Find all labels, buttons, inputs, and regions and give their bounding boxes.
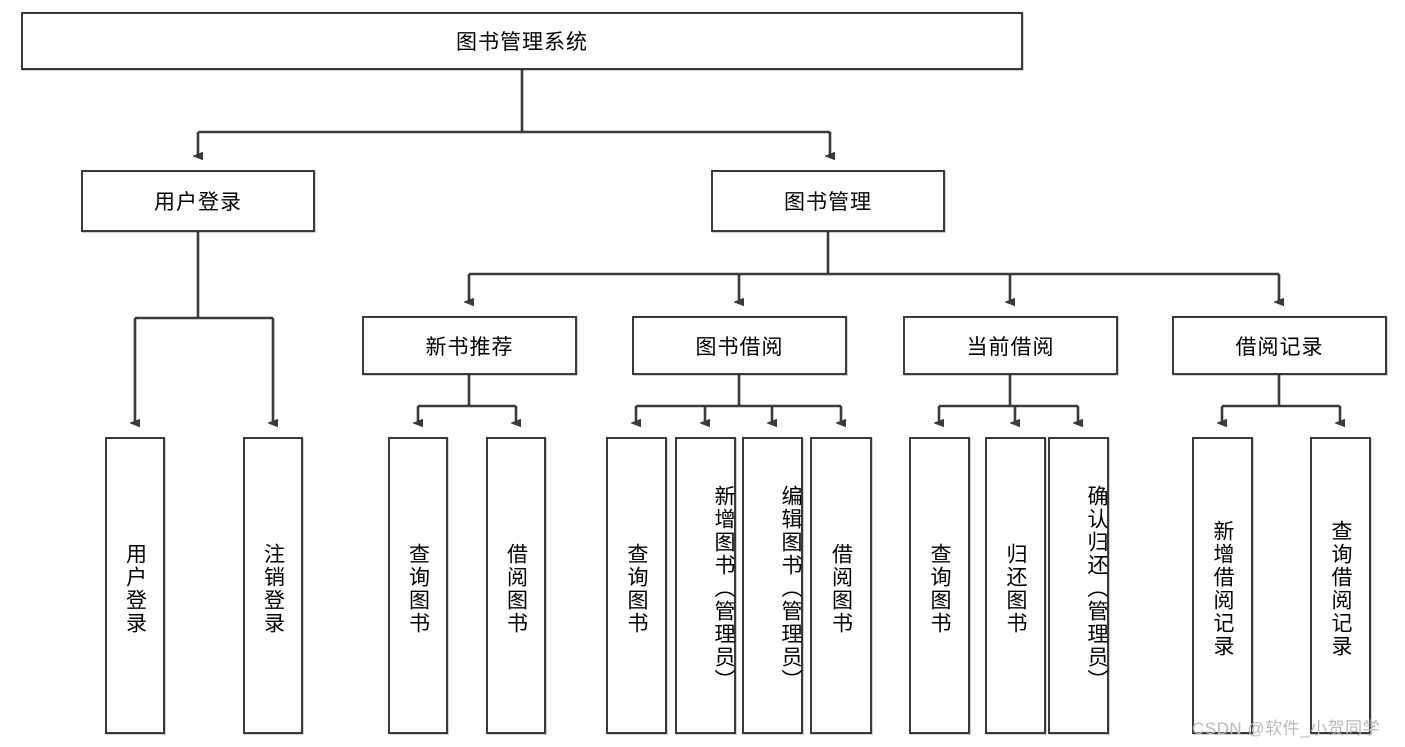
node-current-borrow-label: 当前借阅: [966, 335, 1055, 359]
node-leaf-cur-return-book-label: 归还图书: [1004, 542, 1027, 635]
node-leaf-rec-add-record[interactable]: 新增借阅记录: [1192, 437, 1253, 734]
node-leaf-rec-query-book[interactable]: 查询图书: [388, 437, 448, 734]
node-leaf-borrow-edit-book[interactable]: 编辑图书（管理员）: [742, 437, 803, 734]
node-leaf-rec-borrow-book[interactable]: 借阅图书: [486, 437, 546, 734]
node-root-label: 图书管理系统: [456, 31, 588, 54]
node-leaf-user-logout-label: 注销登录: [261, 542, 285, 635]
node-leaf-borrow-add-book-label: 新增图书（管理员）: [712, 485, 735, 692]
node-leaf-rec-query-record-label: 查询借阅记录: [1329, 519, 1352, 658]
node-book-manage-label: 图书管理: [784, 191, 872, 214]
node-leaf-user-login[interactable]: 用户登录: [105, 437, 165, 734]
watermark: CSDN @软件_小贺同学: [1192, 714, 1380, 739]
node-leaf-cur-query-book[interactable]: 查询图书: [909, 437, 970, 734]
node-book-manage[interactable]: 图书管理: [711, 170, 945, 232]
node-leaf-borrow-edit-book-label: 编辑图书（管理员）: [779, 485, 802, 692]
node-leaf-cur-query-book-label: 查询图书: [928, 542, 951, 635]
node-leaf-rec-query-book-label: 查询图书: [406, 542, 430, 635]
node-leaf-borrow-query-book[interactable]: 查询图书: [606, 437, 667, 734]
node-leaf-rec-query-record[interactable]: 查询借阅记录: [1310, 437, 1371, 734]
node-leaf-borrow-borrow-book[interactable]: 借阅图书: [810, 437, 872, 734]
node-leaf-cur-confirm-return-label: 确认归还（管理员）: [1085, 485, 1108, 692]
node-leaf-user-logout[interactable]: 注销登录: [243, 437, 303, 734]
node-current-borrow[interactable]: 当前借阅: [903, 316, 1118, 375]
node-borrow-record[interactable]: 借阅记录: [1172, 316, 1387, 375]
node-user-login[interactable]: 用户登录: [81, 170, 315, 232]
node-leaf-rec-borrow-book-label: 借阅图书: [504, 542, 528, 635]
node-new-book-rec[interactable]: 新书推荐: [362, 316, 577, 375]
node-borrow-record-label: 借阅记录: [1235, 335, 1324, 359]
node-leaf-borrow-borrow-book-label: 借阅图书: [829, 542, 853, 635]
node-leaf-cur-confirm-return[interactable]: 确认归还（管理员）: [1048, 437, 1109, 734]
node-leaf-cur-return-book[interactable]: 归还图书: [985, 437, 1046, 734]
node-book-borrow-label: 图书借阅: [695, 335, 784, 359]
node-leaf-borrow-query-book-label: 查询图书: [625, 542, 648, 635]
node-user-login-label: 用户登录: [154, 191, 242, 214]
node-root[interactable]: 图书管理系统: [21, 12, 1023, 70]
node-book-borrow[interactable]: 图书借阅: [632, 316, 847, 375]
watermark-text: CSDN @软件_小贺同学: [1192, 719, 1381, 738]
node-new-book-rec-label: 新书推荐: [425, 335, 514, 359]
node-leaf-user-login-label: 用户登录: [123, 542, 147, 635]
node-leaf-borrow-add-book[interactable]: 新增图书（管理员）: [675, 437, 736, 734]
node-leaf-rec-add-record-label: 新增借阅记录: [1211, 519, 1234, 658]
